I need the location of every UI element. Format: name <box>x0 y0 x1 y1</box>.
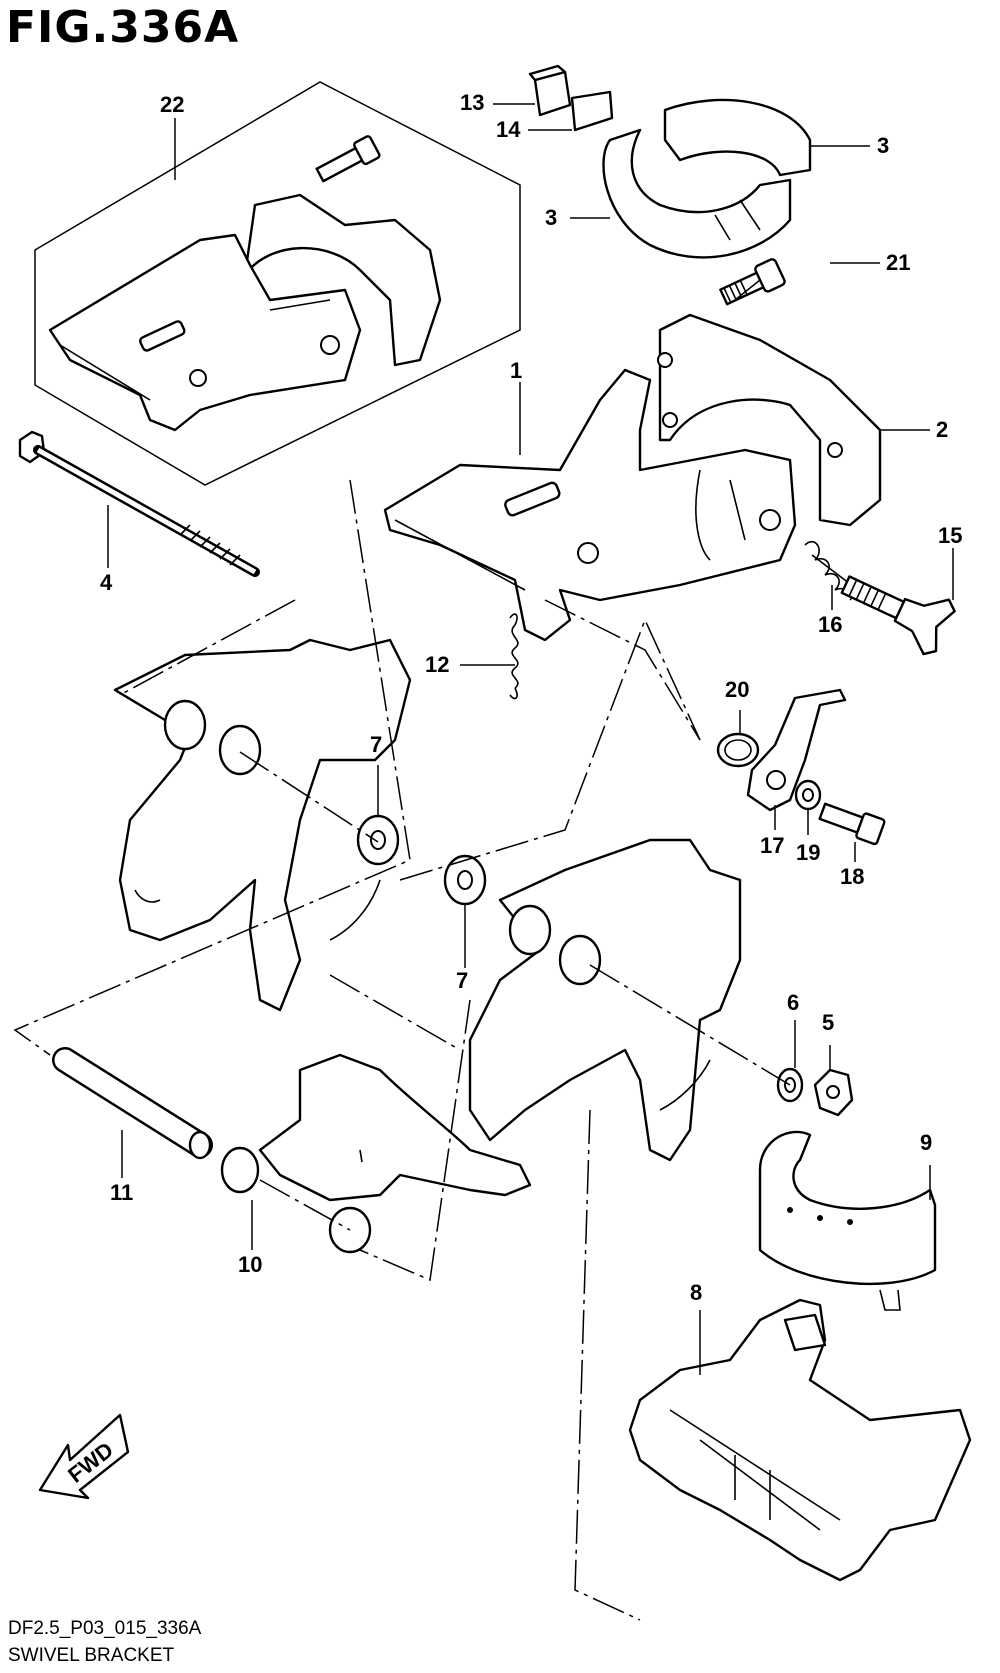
callout-11: 11 <box>110 1180 133 1205</box>
swivel-bracket-1 <box>383 368 797 642</box>
nut-5 <box>813 1068 854 1117</box>
callout-12: 12 <box>425 652 449 677</box>
clamp-2 <box>657 313 882 527</box>
assembly-outline <box>34 81 521 486</box>
pipe-11 <box>52 1047 213 1160</box>
thrust-bracket-left <box>113 638 412 1012</box>
callout-7-upper: 7 <box>370 732 382 757</box>
callout-22: 22 <box>160 92 184 117</box>
bushing-3-lower <box>602 128 792 259</box>
spring-20 <box>716 732 760 768</box>
callout-2: 2 <box>936 417 948 442</box>
bolt-18 <box>818 802 886 846</box>
spring-12 <box>509 613 519 700</box>
callout-7-lower: 7 <box>456 968 468 993</box>
callout-8: 8 <box>690 1280 702 1305</box>
callout-9: 9 <box>920 1130 932 1155</box>
assembly-lines <box>13 279 791 1621</box>
washer-19 <box>794 779 822 811</box>
pad-14 <box>570 90 614 132</box>
callout-18: 18 <box>840 864 864 889</box>
callout-3-lower: 3 <box>545 205 557 230</box>
callout-16: 16 <box>818 612 842 637</box>
washer-7-lower <box>443 854 487 906</box>
callouts: 22 13 14 3 3 21 1 2 4 15 16 12 20 7 17 1… <box>100 90 962 1305</box>
figure-code: DF2.5_P03_015_336A <box>8 1618 202 1639</box>
callout-13: 13 <box>460 90 484 115</box>
assembly-22-drawing <box>48 135 442 432</box>
pad-13 <box>528 64 572 117</box>
callout-1: 1 <box>510 358 522 383</box>
callout-4: 4 <box>100 570 113 595</box>
callout-19: 19 <box>796 840 820 865</box>
cover-9 <box>758 1130 937 1311</box>
callout-6: 6 <box>787 990 799 1015</box>
callout-3-upper: 3 <box>877 133 889 158</box>
callout-20: 20 <box>725 677 749 702</box>
bolt-21 <box>719 258 786 306</box>
thumb-screw-15 <box>840 575 956 656</box>
bolt-4 <box>18 430 260 577</box>
lever-17 <box>746 688 847 812</box>
bracket-8 <box>628 1298 972 1582</box>
washer-7-upper <box>356 814 400 866</box>
callout-21: 21 <box>886 250 910 275</box>
figure-name: SWIVEL BRACKET <box>8 1645 175 1666</box>
callout-17: 17 <box>760 833 784 858</box>
fwd-arrow-icon: FWD <box>38 1413 130 1500</box>
bushing-3-upper <box>663 98 812 177</box>
leader-lines <box>107 103 954 1375</box>
callout-5: 5 <box>822 1010 834 1035</box>
figure-title: FIG.336A <box>6 2 240 53</box>
callout-14: 14 <box>496 117 521 142</box>
callout-15: 15 <box>938 523 962 548</box>
thrust-bracket-right <box>468 838 742 1162</box>
callout-10: 10 <box>238 1252 262 1277</box>
